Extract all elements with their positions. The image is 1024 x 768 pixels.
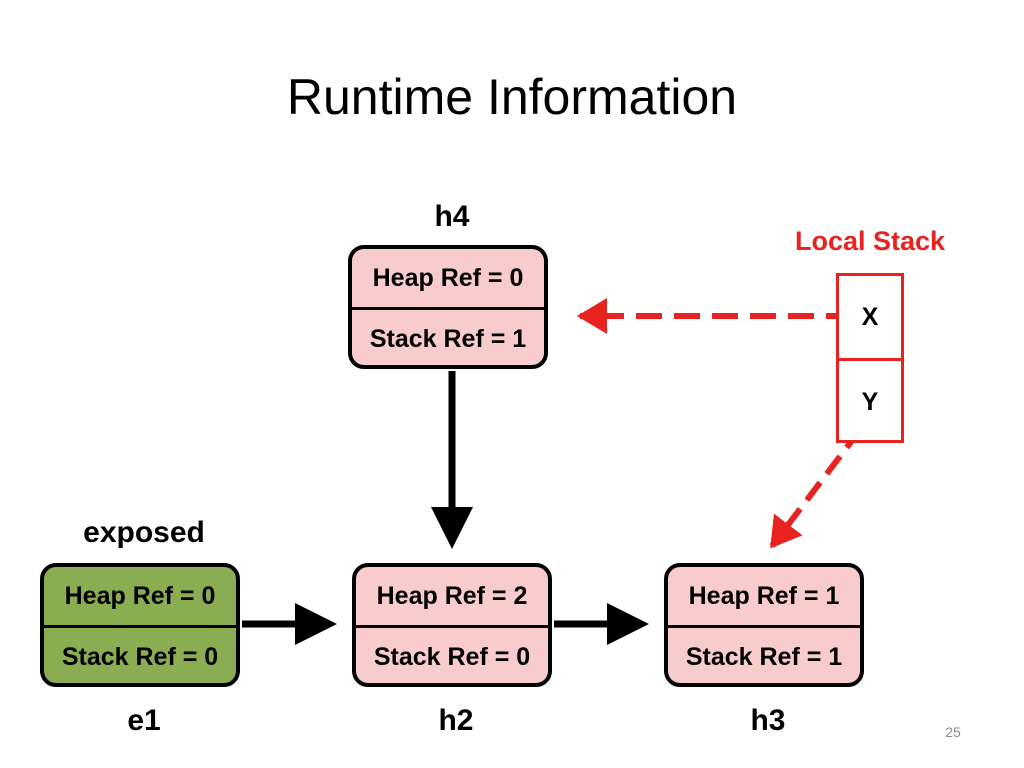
e1-label: e1 — [127, 704, 161, 737]
h4-stack-ref: Stack Ref = 1 — [369, 325, 527, 353]
h2-heap-ref: Heap Ref = 2 — [356, 567, 548, 628]
h4-object-box: Heap Ref = 0 Stack Ref = 1 — [348, 245, 548, 369]
e1-heap-ref: Heap Ref = 0 — [44, 567, 236, 628]
h2-object-box: Heap Ref = 2 Stack Ref = 0 — [352, 563, 552, 687]
stack-slot-x: X — [839, 276, 901, 361]
local-stack-title: Local Stack — [794, 226, 946, 256]
h2-stack-ref: Stack Ref = 0 — [373, 643, 531, 671]
slide-title: Runtime Information — [286, 69, 738, 125]
h2-label: h2 — [438, 704, 474, 737]
edge-y-to-h3 — [769, 428, 863, 549]
h3-stack-ref: Stack Ref = 1 — [685, 643, 843, 671]
h3-label: h3 — [750, 704, 786, 737]
h3-object-box: Heap Ref = 1 Stack Ref = 1 — [664, 563, 864, 687]
exposed-tag: exposed — [83, 516, 205, 549]
stack-slot-y: Y — [861, 388, 879, 416]
h4-label: h4 — [434, 200, 470, 233]
e1-stack-ref: Stack Ref = 0 — [61, 643, 219, 671]
local-stack-box: X Y — [836, 273, 904, 443]
h4-heap-ref: Heap Ref = 0 — [352, 249, 544, 310]
h3-heap-ref: Heap Ref = 1 — [668, 567, 860, 628]
page-number: 25 — [945, 724, 961, 740]
e1-object-box: Heap Ref = 0 Stack Ref = 0 — [40, 563, 240, 687]
